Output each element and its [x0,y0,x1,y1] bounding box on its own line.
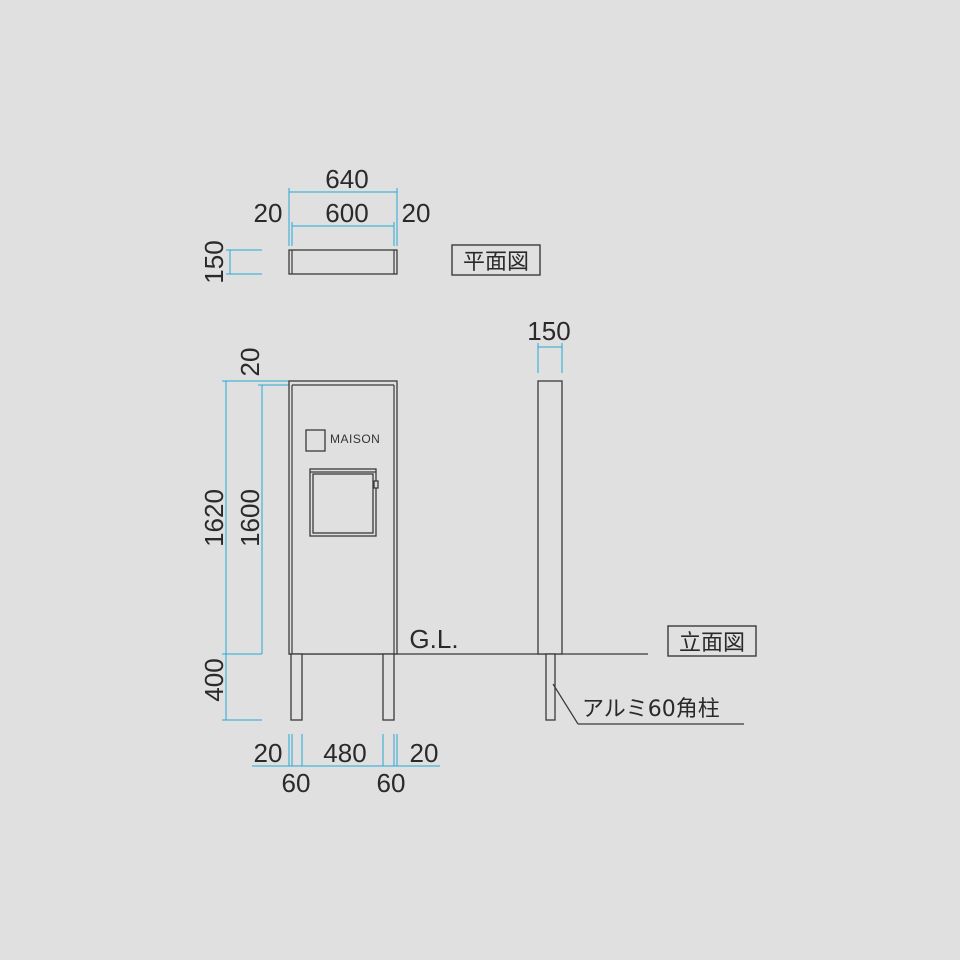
front-bottom-left-offset: 20 [254,738,283,768]
plan-inner-width: 600 [325,198,368,228]
plan-left-offset: 20 [254,198,283,228]
front-bottom-right-offset: 20 [410,738,439,768]
front-post-gap: 480 [323,738,366,768]
plan-view-label: 平面図 [463,250,529,275]
name-plate-text: MAISON [330,432,380,446]
front-body-height: 1600 [235,489,265,547]
front-total-height: 1620 [199,489,229,547]
front-embed-depth: 400 [199,658,229,701]
name-plate [305,429,326,452]
elevation-view-label-box [667,625,757,657]
side-depth: 150 [527,316,570,346]
mail-window-latch [373,480,379,489]
elevation-view-label: 立面図 [679,631,745,656]
post-leader-diagonal [552,683,579,725]
side-post [545,653,556,721]
post-label: アルミ60角柱 [582,697,720,722]
front-top-offset: 20 [235,348,265,377]
plan-depth: 150 [199,240,229,283]
front-right-post-width: 60 [377,768,406,798]
ground-label: G.L. [409,624,458,654]
mail-window-inner [312,473,374,534]
front-left-post-width: 60 [282,768,311,798]
plan-overall-width: 640 [325,164,368,194]
right-post [382,653,395,721]
front-elevation: MAISON 20 1620 1600 400 G.L. 20 480 20 6… [199,348,648,798]
plan-body-outline [288,249,398,275]
plan-right-offset: 20 [402,198,431,228]
plan-view: 640 20 600 20 150 平面図 [199,164,541,284]
side-elevation: 150 アルミ60角柱 立面図 [527,316,757,725]
side-body [537,380,563,655]
plan-view-label-box [451,244,541,276]
left-post [290,653,303,721]
